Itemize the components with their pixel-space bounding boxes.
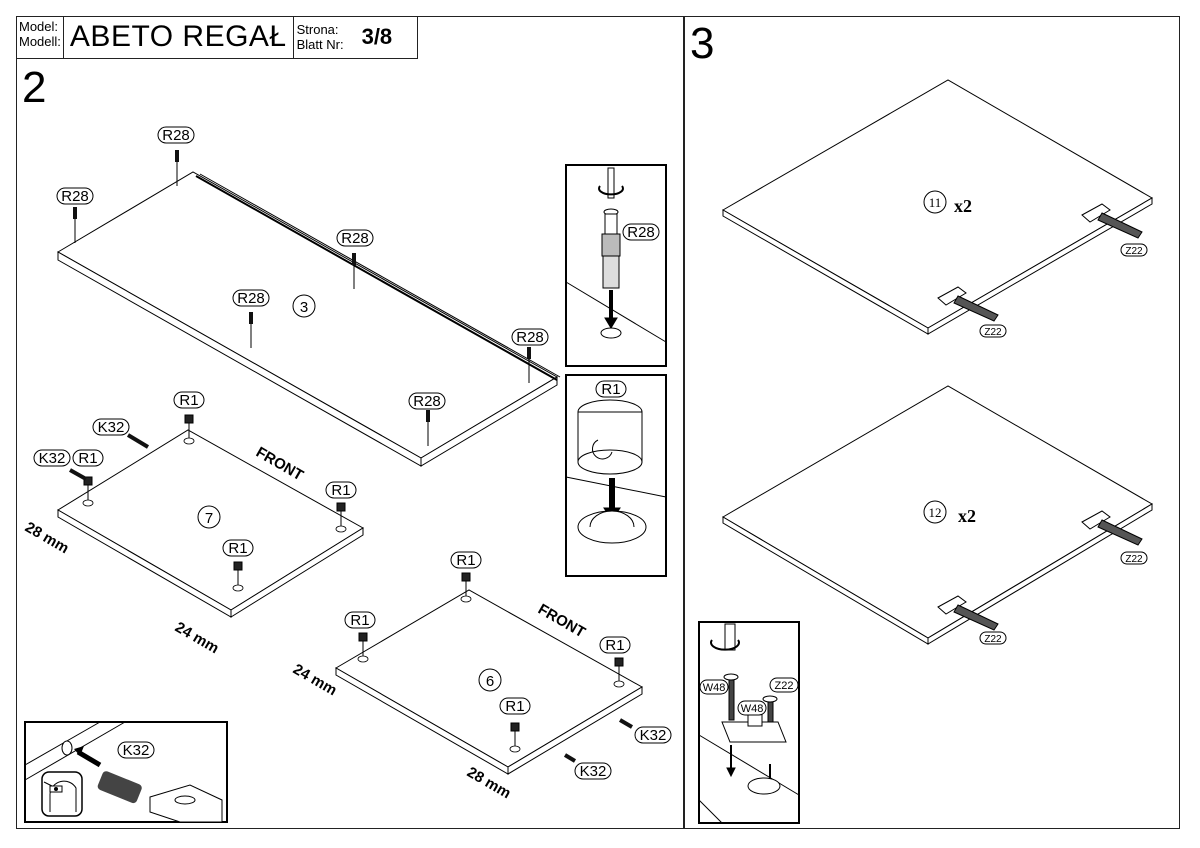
part-11-circle (923, 190, 947, 214)
page-label-de: Blatt Nr: (296, 37, 344, 52)
r1-label: R1 (331, 482, 350, 499)
part-3-number: 3 (300, 299, 308, 316)
door-12 (722, 385, 1153, 645)
model-labels: Model: Modell: (16, 16, 64, 58)
quantity-label: x2 (954, 196, 972, 216)
r28-label: R28 (516, 329, 544, 346)
page-info: Strona: Blatt Nr: 3/8 (294, 16, 418, 58)
k32-dowel (563, 753, 577, 763)
dimension-24mm: 24 mm (290, 661, 340, 699)
part-7-circle (197, 505, 221, 529)
k32-dowel (126, 433, 150, 449)
k32-label: K32 (640, 727, 667, 744)
part-6-number: 6 (486, 673, 494, 690)
r1-label: R1 (505, 698, 524, 715)
dimension-24mm: 24 mm (172, 619, 222, 657)
detail-r1: R1 (565, 374, 667, 577)
door-11 (721, 79, 1153, 335)
r28-label: R28 (341, 230, 369, 247)
panel-7 (57, 429, 364, 618)
quantity-label: x2 (958, 506, 976, 526)
title-block: Model: Modell: ABETO REGAŁ Strona: Blatt… (16, 16, 419, 59)
step-divider (683, 16, 685, 829)
k32-label: K32 (580, 763, 607, 780)
dimension-28mm: 28 mm (22, 519, 72, 557)
detail-hinge: W48 W48 Z22 (698, 621, 800, 824)
part-12-circle (923, 500, 947, 524)
cam-bolt-screw-icon (598, 167, 624, 339)
panel-6 (335, 589, 643, 775)
r1-label: R1 (78, 450, 97, 467)
r28-label: R28 (162, 127, 190, 144)
panel-3 (57, 171, 561, 467)
z22-label: Z22 (1125, 246, 1143, 257)
r28-labels: R28 R28 R28 R28 R28 R28 (56, 126, 549, 410)
hinge-icon (937, 510, 1143, 631)
z22-label: Z22 (1125, 554, 1143, 565)
z22-label: Z22 (984, 327, 1002, 338)
page-number: 3/8 (361, 24, 393, 49)
k32-label: K32 (39, 450, 66, 467)
r28-label: R28 (413, 393, 441, 410)
detail-r28: R28 (565, 164, 667, 367)
page-label-pl: Strona: (296, 22, 339, 37)
part-11-number: 11 (929, 195, 942, 210)
r1-label: R1 (228, 540, 247, 557)
cam-lock-icon (577, 399, 647, 544)
safety-glasses-icon (41, 771, 83, 817)
part-6-circle (478, 668, 502, 692)
r28-label: R28 (237, 290, 265, 307)
part-12-number: 12 (929, 505, 942, 520)
r28-detail-label: R28 (627, 224, 655, 241)
r1-detail-label: R1 (601, 381, 620, 398)
r1-label: R1 (456, 552, 475, 569)
k32-label: K32 (98, 419, 125, 436)
z22-detail-label: Z22 (775, 680, 794, 692)
r1-label: R1 (350, 612, 369, 629)
r1-label: R1 (605, 637, 624, 654)
r28-label: R28 (61, 188, 89, 205)
z22-label: Z22 (984, 634, 1002, 645)
part-7-number: 7 (205, 510, 213, 527)
hinge-icon (937, 203, 1143, 322)
model-name: ABETO REGAŁ (64, 16, 294, 58)
detail-k32: K32 (24, 721, 228, 823)
step-3-number: 3 (690, 19, 715, 68)
part-3-circle (292, 294, 316, 318)
hinge-screw-icon (710, 623, 787, 795)
page-frame (16, 16, 1180, 829)
w48-label: W48 (741, 703, 764, 715)
k32-dowel (69, 468, 87, 481)
model-label-pl: Model: (19, 19, 59, 34)
k32-dowel (618, 718, 634, 729)
model-label-de: Modell: (19, 34, 61, 49)
k32-detail-label: K32 (123, 742, 150, 759)
step-2-number: 2 (22, 63, 47, 112)
w48-label: W48 (703, 682, 726, 694)
wooden-dowel-icon (74, 746, 223, 823)
r1-label: R1 (179, 392, 198, 409)
